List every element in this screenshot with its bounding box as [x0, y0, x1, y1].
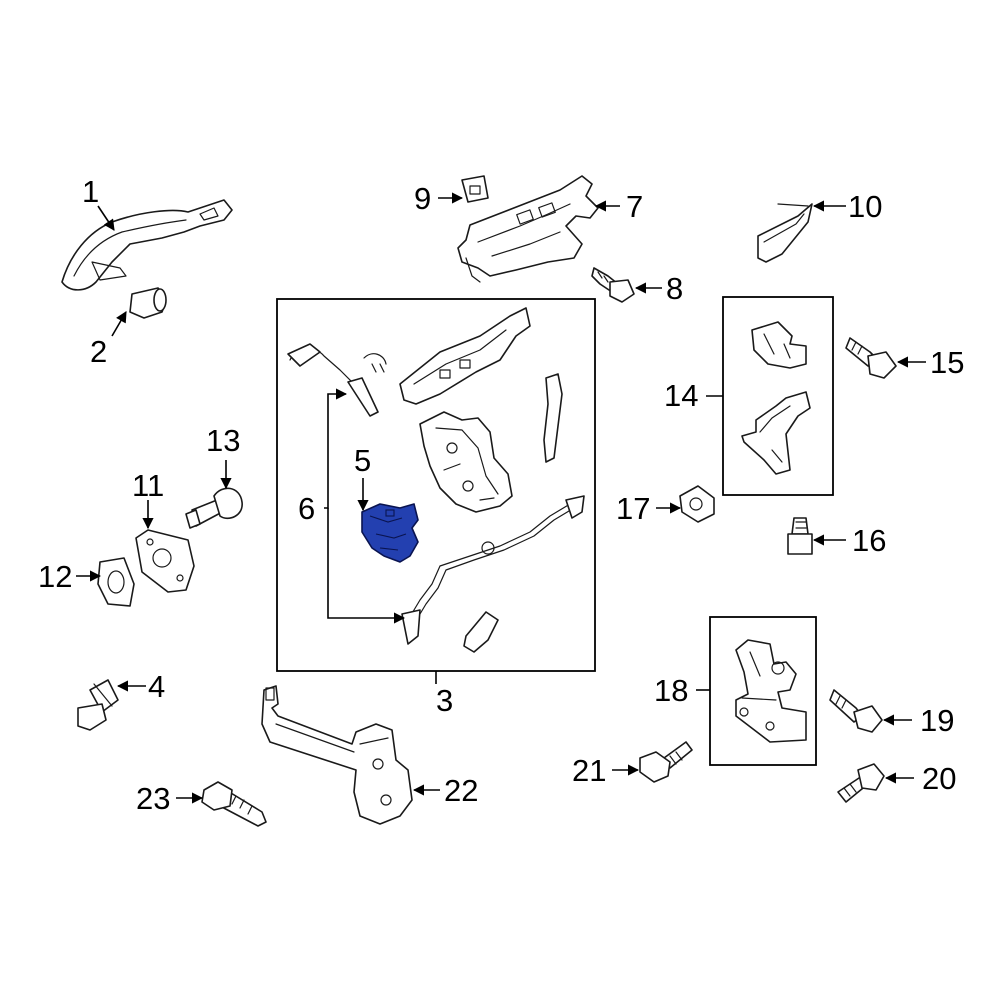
callout-21: 21 [572, 753, 606, 788]
callout-8: 8 [666, 271, 683, 306]
callout-5: 5 [354, 443, 371, 478]
part-10-bracket[interactable] [757, 203, 813, 263]
callout-12: 12 [38, 559, 72, 594]
part-21-bolt[interactable] [639, 741, 693, 783]
part-2-handle-grommet[interactable] [129, 287, 167, 319]
callout-labels: 1 2 3 4 5 6 7 8 9 10 11 12 13 14 15 16 1… [38, 174, 964, 816]
callout-11: 11 [132, 468, 164, 503]
callout-16: 16 [852, 523, 886, 558]
part-13-pin[interactable] [185, 487, 243, 529]
callout-2: 2 [90, 334, 107, 369]
part-3-latch-assembly-group[interactable] [276, 298, 596, 672]
part-19-bolt[interactable] [829, 689, 883, 733]
callout-10: 10 [848, 189, 882, 224]
part-8-screw[interactable] [591, 267, 635, 303]
callout-18: 18 [654, 673, 688, 708]
part-15-bolt[interactable] [845, 337, 897, 379]
callout-17: 17 [616, 491, 650, 526]
callout-3: 3 [436, 683, 453, 718]
callout-20: 20 [922, 761, 956, 796]
part-22-door-check[interactable] [261, 685, 413, 825]
part-1-exterior-door-handle[interactable] [61, 199, 233, 291]
part-17-nut[interactable] [679, 485, 715, 523]
part-9-clip[interactable] [461, 175, 489, 203]
callout-4: 4 [148, 669, 165, 704]
callout-9: 9 [414, 181, 431, 216]
part-11-seal-plate[interactable] [135, 529, 195, 593]
part-4-bolt[interactable] [77, 679, 119, 731]
part-16-stud[interactable] [787, 517, 813, 555]
part-12-seal[interactable] [97, 557, 135, 607]
leader-lines [76, 192, 926, 804]
callout-14: 14 [664, 378, 698, 413]
callout-6: 6 [298, 491, 315, 526]
callout-1: 1 [82, 174, 99, 209]
part-23-bolt[interactable] [201, 781, 267, 827]
callout-7: 7 [626, 189, 643, 224]
part-18-hinge-group[interactable] [709, 616, 817, 766]
part-20-bolt[interactable] [837, 763, 885, 803]
callout-22: 22 [444, 773, 478, 808]
callout-23: 23 [136, 781, 170, 816]
callout-19: 19 [920, 703, 954, 738]
part-7-handle-bracket[interactable] [457, 175, 599, 283]
part-5-door-lock-actuator[interactable] [361, 503, 419, 563]
part-14-brackets-group[interactable] [722, 296, 834, 496]
callout-13: 13 [206, 423, 240, 458]
callout-15: 15 [930, 345, 964, 380]
